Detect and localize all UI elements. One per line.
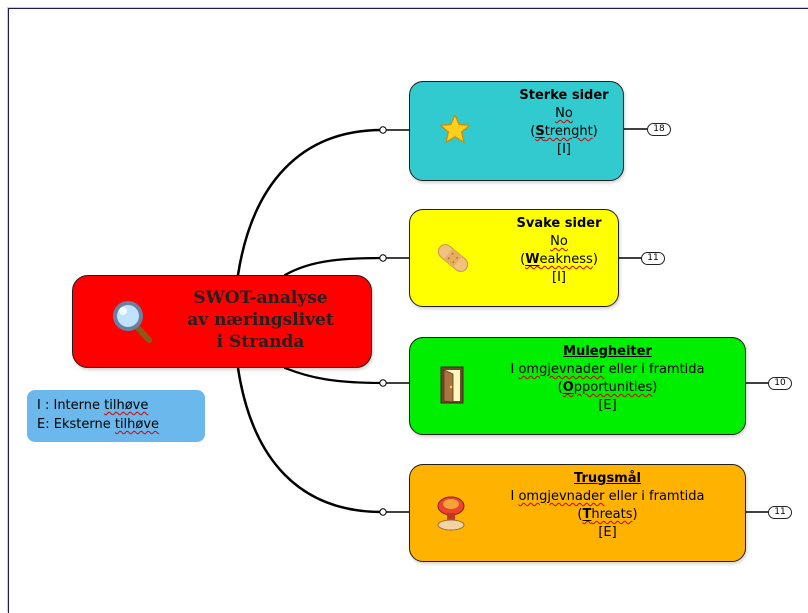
topic-opportunities-heading: Mulegheiter	[563, 344, 652, 359]
topic-strengths-text: Sterke sider No (Strenght) [I]	[505, 87, 623, 159]
topic-opportunities-keyword: Opportunities	[562, 380, 653, 395]
topic-weaknesses-keyword: Weakness	[525, 252, 593, 267]
collapse-handle-weakness	[379, 254, 387, 262]
topic-opportunities[interactable]: Mulegheiter I omgjevnader eller i framti…	[409, 337, 746, 435]
central-title-line1: SWOT-analyse	[193, 288, 328, 308]
central-topic[interactable]: SWOT-analyse av næringslivet i Stranda	[72, 275, 372, 368]
topic-weaknesses-heading: Svake sider	[516, 216, 602, 231]
topic-opportunities-tag: [E]	[598, 398, 617, 413]
branch-strength	[236, 128, 384, 277]
topic-strengths-lang: No	[555, 106, 573, 121]
topic-weaknesses-text: Svake sider No (Weakness) [I]	[500, 215, 618, 287]
topic-weaknesses[interactable]: Svake sider No (Weakness) [I]	[409, 209, 619, 307]
bandage-icon	[434, 240, 472, 282]
legend-box[interactable]: I : Interne tilhøve E: Eksterne tilhøve	[27, 390, 205, 442]
magnifier-icon	[111, 300, 153, 350]
child-count-badge-strengths[interactable]: 18	[647, 123, 671, 136]
topic-threats-tag: [E]	[598, 525, 617, 540]
collapse-handle-opportunities	[379, 379, 387, 387]
door-icon	[440, 366, 464, 410]
topic-strengths[interactable]: Sterke sider No (Strenght) [I]	[409, 81, 624, 181]
topic-strengths-heading: Sterke sider	[519, 88, 609, 103]
branch-weakness	[283, 256, 384, 277]
topic-threats-heading: Trugsmål	[574, 471, 641, 486]
central-title: SWOT-analyse av næringslivet i Stranda	[173, 287, 348, 353]
topic-opportunities-text: Mulegheiter I omgjevnader eller i framti…	[470, 343, 745, 415]
topic-threats[interactable]: Trugsmål I omgjevnader eller i framtida …	[409, 464, 746, 562]
legend-line-internal: I : Interne tilhøve	[37, 398, 149, 413]
child-count-badge-threats[interactable]: 11	[768, 506, 792, 519]
central-title-line2: av næringslivet	[187, 310, 334, 330]
legend-line-external: E: Eksterne tilhøve	[37, 417, 160, 432]
child-count-badge-weaknesses[interactable]: 11	[641, 252, 665, 265]
central-title-line3: i Stranda	[216, 332, 305, 352]
explosion-icon	[436, 495, 466, 537]
branch-opportunities	[283, 366, 384, 385]
child-count-badge-opportunities[interactable]: 10	[768, 377, 792, 390]
branch-threats	[236, 366, 384, 514]
topic-weaknesses-lang: No	[550, 234, 568, 249]
topic-strengths-tag: [I]	[557, 142, 571, 157]
topic-threats-keyword: Threats	[582, 507, 633, 522]
collapse-handle-strength	[379, 126, 387, 134]
star-icon	[439, 113, 471, 150]
topic-weaknesses-tag: [I]	[552, 270, 566, 285]
topic-strengths-keyword: Strenght	[535, 124, 593, 139]
topic-threats-text: Trugsmål I omgjevnader eller i framtida …	[470, 470, 745, 542]
collapse-handle-threats	[379, 508, 387, 516]
